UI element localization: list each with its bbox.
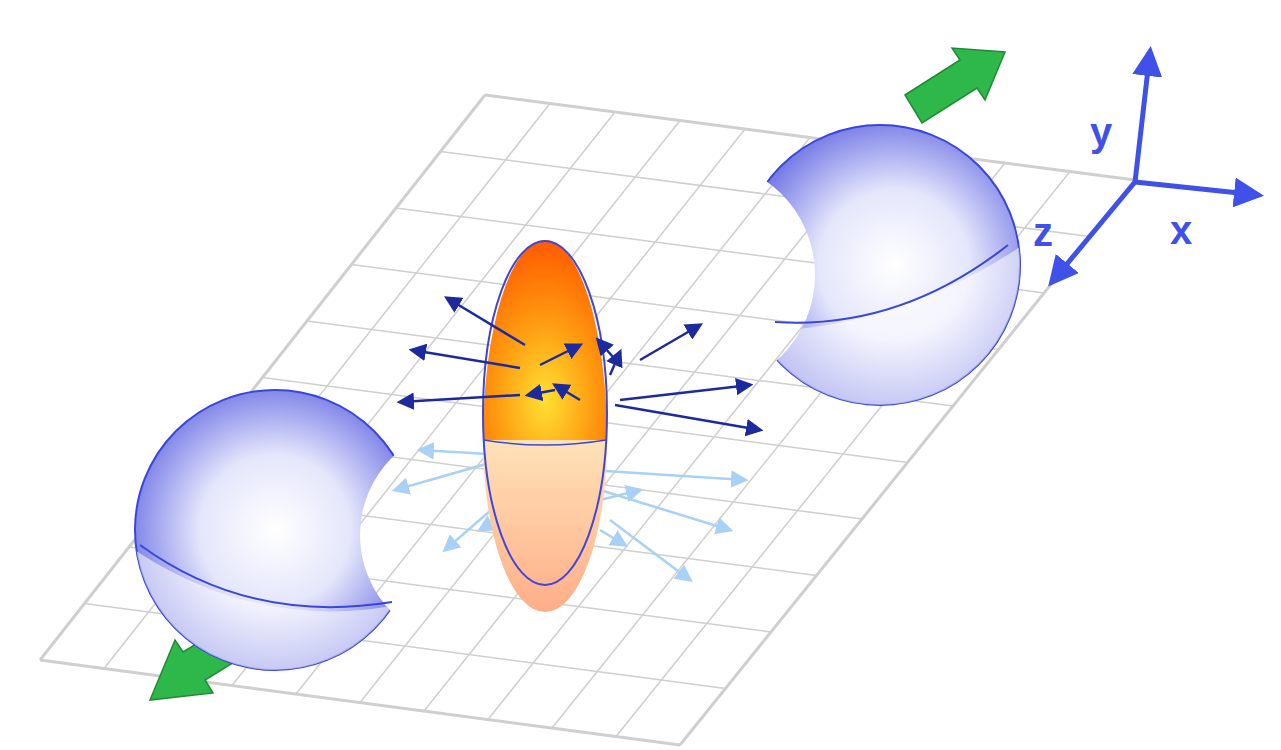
reaction-plane-grid (40, 95, 1135, 745)
left-nucleus (135, 390, 415, 670)
axis-label: y (1090, 112, 1112, 152)
grid-line (360, 138, 810, 703)
axis-label: z (1033, 212, 1053, 252)
axis-label: x (1170, 210, 1192, 250)
coordinate-axes (1052, 52, 1258, 282)
grid-line (40, 660, 680, 745)
particle-flow-upper (400, 298, 760, 430)
overlap-region (483, 240, 607, 612)
right-nucleus (740, 125, 1020, 405)
